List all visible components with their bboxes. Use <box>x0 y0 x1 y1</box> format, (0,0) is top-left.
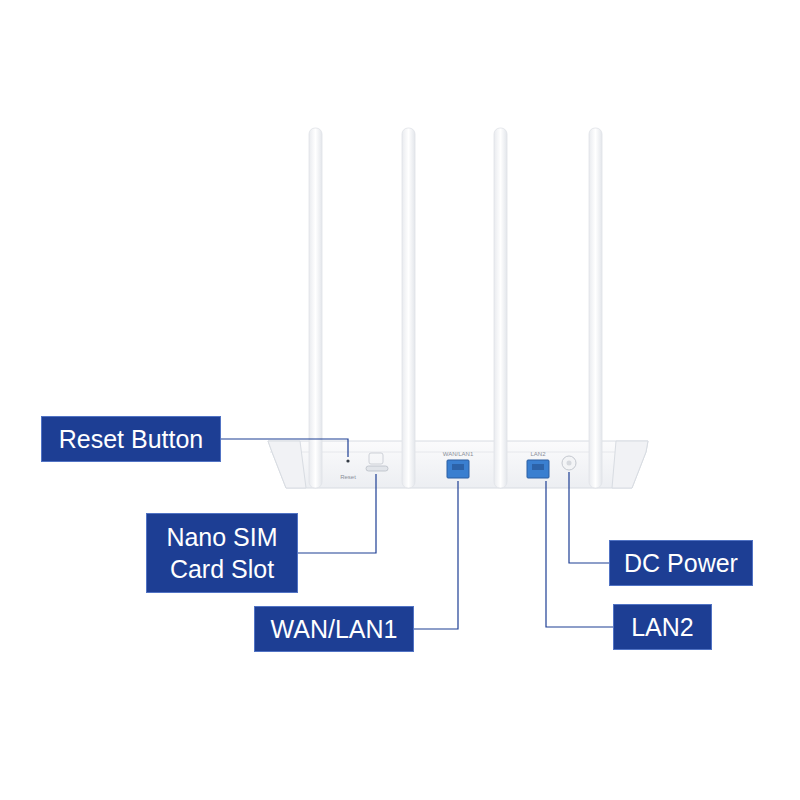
dc-jack-pin <box>567 461 572 466</box>
wan-port <box>447 460 469 478</box>
leader-line <box>546 481 613 627</box>
panel-marking: LAN2 <box>530 451 545 457</box>
sim-icon <box>369 453 383 464</box>
leader-line <box>298 474 376 553</box>
leader-line <box>221 439 348 457</box>
panel-marking: WAN/LAN1 <box>443 451 473 457</box>
callout-label: LAN2 <box>631 611 694 644</box>
callout-box: LAN2 <box>613 604 712 650</box>
leader-line <box>414 481 458 629</box>
reset-hole <box>346 459 349 462</box>
leader-line <box>569 472 609 563</box>
antennas <box>309 128 602 488</box>
sim-slot <box>366 466 388 471</box>
callout-label: Nano SIM Card Slot <box>157 521 287 586</box>
callout-box: DC Power <box>609 540 753 586</box>
lan-port <box>527 460 549 478</box>
callout-label: WAN/LAN1 <box>271 613 398 646</box>
lan-port-inner <box>532 464 544 470</box>
callout-label: Reset Button <box>59 423 204 456</box>
wan-port-inner <box>452 464 464 470</box>
panel-marking: Reset <box>340 474 356 480</box>
callout-box: WAN/LAN1 <box>254 606 414 652</box>
callout-box: Reset Button <box>41 416 221 462</box>
callout-box: Nano SIM Card Slot <box>146 513 298 593</box>
callout-label: DC Power <box>624 547 738 580</box>
dc-jack <box>562 456 576 470</box>
